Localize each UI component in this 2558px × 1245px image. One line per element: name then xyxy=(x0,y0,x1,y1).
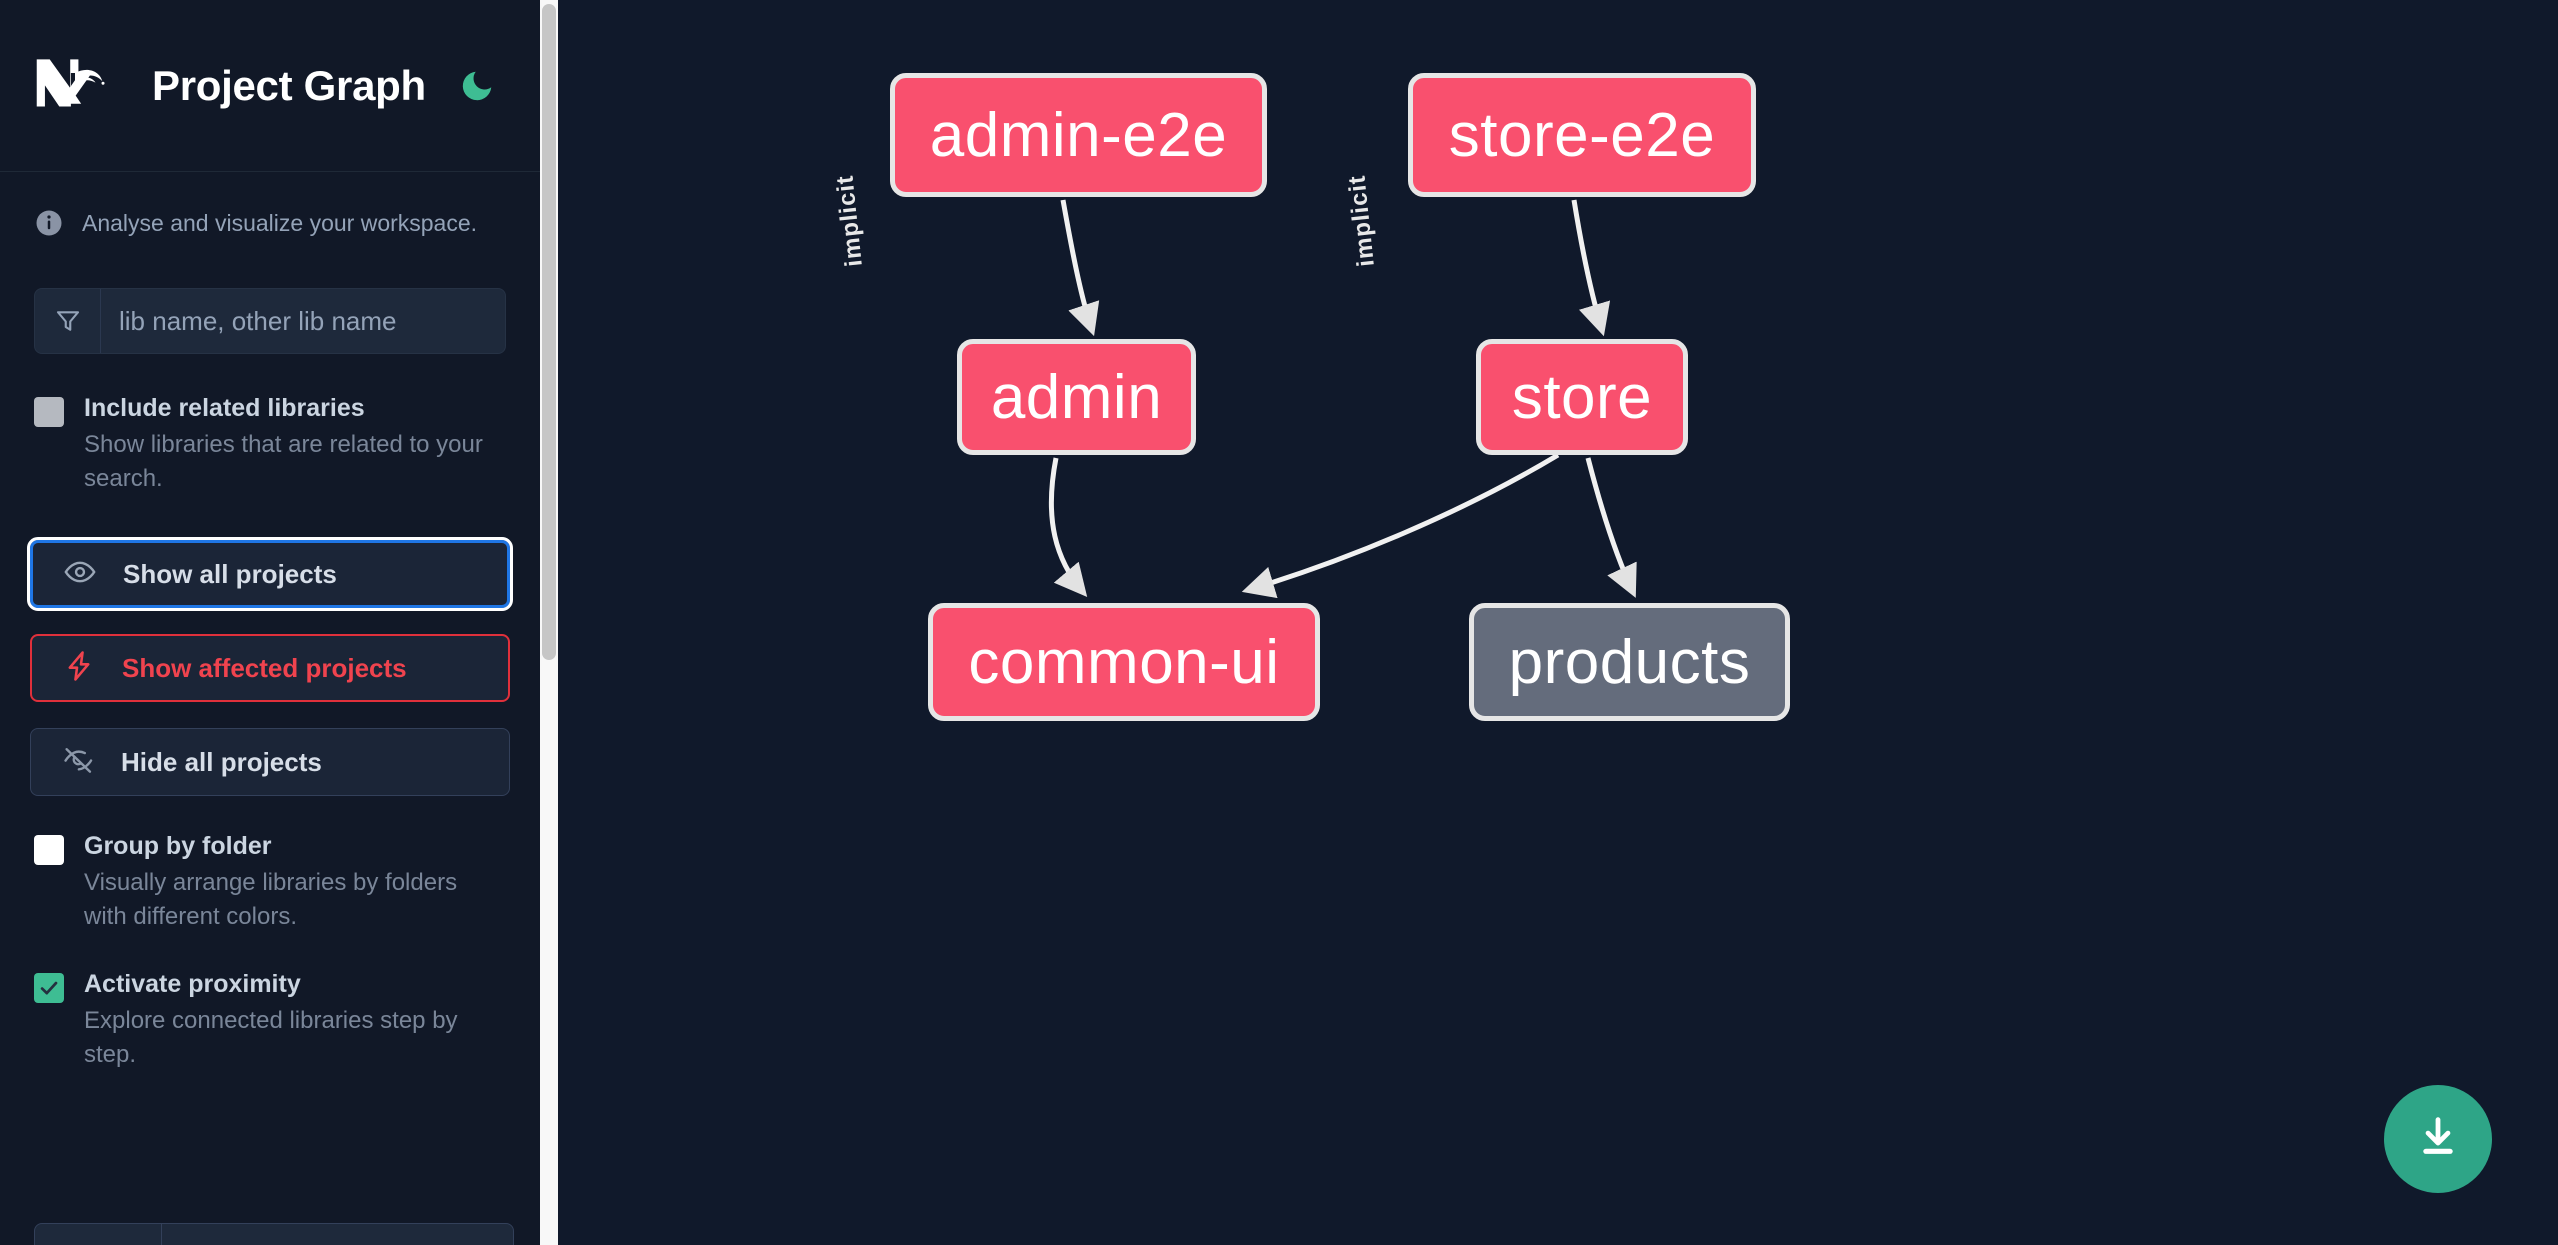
edge-store-e2e-store xyxy=(1571,199,1611,337)
show-all-projects-label: Show all projects xyxy=(123,558,337,589)
activate-proximity-description: Explore connected libraries step by step… xyxy=(84,1007,458,1069)
graph-canvas[interactable]: admin-e2e store-e2e admin store common-u… xyxy=(558,0,2558,1245)
eye-off-icon xyxy=(61,743,95,782)
search-input[interactable] xyxy=(101,289,505,353)
page-title: Project Graph xyxy=(152,61,426,109)
checkbox-row-activate-proximity[interactable]: Activate proximity Explore connected lib… xyxy=(0,968,540,1072)
edge-admin-common-ui xyxy=(1048,457,1088,597)
group-by-folder-checkbox[interactable] xyxy=(34,835,64,866)
download-icon xyxy=(2412,1111,2464,1168)
graph-node-store[interactable]: store xyxy=(1476,339,1688,455)
graph-node-label: store-e2e xyxy=(1448,100,1716,170)
search-field[interactable] xyxy=(34,288,506,354)
show-all-projects-button[interactable]: Show all projects xyxy=(27,537,513,612)
download-button[interactable] xyxy=(2384,1085,2492,1193)
group-by-folder-label: Group by folder xyxy=(84,832,272,861)
proximity-stepper-control[interactable] xyxy=(34,1223,514,1245)
graph-node-label: store xyxy=(1511,362,1653,432)
graph-node-admin-e2e[interactable]: admin-e2e xyxy=(890,73,1267,197)
include-related-libraries-label: Include related libraries xyxy=(84,394,365,422)
sidebar: Project Graph Analyse and visualize yo xyxy=(0,0,558,1245)
include-related-libraries-description: Show libraries that are related to your … xyxy=(84,431,483,493)
sidebar-scrollbar[interactable] xyxy=(540,0,558,1245)
show-affected-projects-label: Show affected projects xyxy=(122,652,407,683)
graph-node-label: admin xyxy=(990,362,1163,432)
project-visibility-buttons: Show all projects Show affected projects xyxy=(0,537,540,797)
checkbox-row-group-by-folder[interactable]: Group by folder Visually arrange librari… xyxy=(0,830,540,934)
lightning-bolt-icon xyxy=(62,649,96,688)
moon-icon[interactable] xyxy=(454,63,500,109)
graph-node-products[interactable]: products xyxy=(1469,603,1790,721)
hide-all-projects-button[interactable]: Hide all projects xyxy=(30,728,510,797)
show-affected-projects-button[interactable]: Show affected projects xyxy=(30,634,510,703)
filter-funnel-icon xyxy=(35,289,101,353)
eye-icon xyxy=(63,555,97,594)
checkbox-row-include-related-libraries[interactable]: Include related libraries Show libraries… xyxy=(0,392,540,496)
edge-admin-e2e-admin xyxy=(1060,199,1100,337)
graph-node-label: admin-e2e xyxy=(929,100,1228,170)
workspace-info: Analyse and visualize your workspace. xyxy=(0,172,540,238)
graph-node-label: common-ui xyxy=(968,627,1280,697)
control-divider xyxy=(161,1224,162,1245)
edge-store-common-ui xyxy=(1241,452,1560,599)
graph-node-store-e2e[interactable]: store-e2e xyxy=(1408,73,1756,197)
edge-store-products xyxy=(1585,457,1637,598)
info-circle-icon xyxy=(34,208,64,238)
graph-node-label: products xyxy=(1508,627,1751,697)
graph-node-common-ui[interactable]: common-ui xyxy=(928,603,1320,721)
graph-node-admin[interactable]: admin xyxy=(957,339,1196,455)
nx-logo-icon xyxy=(34,55,116,117)
hide-all-projects-label: Hide all projects xyxy=(121,746,322,777)
activate-proximity-checkbox[interactable] xyxy=(34,973,64,1004)
workspace-info-text: Analyse and visualize your workspace. xyxy=(82,209,478,236)
sidebar-scrollbar-thumb[interactable] xyxy=(542,4,556,660)
graph-edges xyxy=(1048,199,1637,599)
activate-proximity-label: Activate proximity xyxy=(84,970,301,999)
group-by-folder-description: Visually arrange libraries by folders wi… xyxy=(84,869,458,931)
sidebar-header: Project Graph xyxy=(0,0,540,172)
include-related-libraries-checkbox[interactable] xyxy=(34,397,64,427)
